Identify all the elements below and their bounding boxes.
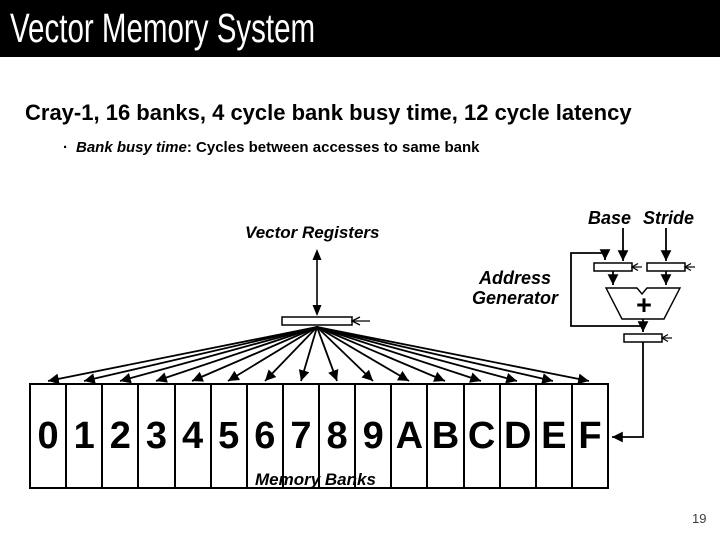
bank-label: 7	[290, 414, 312, 457]
bank-label: 5	[218, 414, 240, 457]
bank-label: A	[395, 414, 424, 457]
memory-bank-4: 4	[176, 385, 212, 487]
arrow-fanout-icon	[47, 326, 590, 385]
bank-label: 9	[362, 414, 384, 457]
latch-clock-notch-icon	[350, 316, 370, 326]
bullet-term: Bank busy time	[76, 139, 187, 156]
bank-label: 1	[73, 414, 95, 457]
memory-banks-label: Memory Banks	[255, 470, 376, 489]
base-stride-arrows	[617, 228, 672, 261]
register-to-adder-arrows	[607, 271, 672, 285]
memory-bank-f: F	[573, 385, 607, 487]
latch-clock-notch-icon	[683, 262, 695, 272]
base-register	[593, 262, 642, 272]
memory-bank-9: 9	[356, 385, 393, 487]
stride-register	[646, 262, 695, 272]
title-bar: Vector Memory System	[0, 0, 720, 57]
slide-title: Vector Memory System	[10, 5, 316, 51]
bank-label: 0	[37, 414, 59, 457]
address-output-register	[623, 333, 672, 343]
bank-label: E	[541, 414, 567, 457]
adder-trapezoid-icon: +	[604, 287, 682, 320]
memory-bank-7: 7	[284, 385, 320, 487]
page-number: 19	[692, 511, 707, 526]
slide-heading: Cray-1, 16 banks, 4 cycle bank busy time…	[25, 100, 632, 125]
bank-label: 8	[326, 414, 348, 457]
memory-bank-1: 1	[67, 385, 104, 487]
latch-clock-notch-icon	[660, 333, 672, 343]
bank-label: 4	[181, 414, 204, 457]
memory-bank-row: 0 1 2 3 4 5 6 7 8 9 A B C D E F	[29, 383, 609, 489]
address-generator-label: Address Generator	[471, 268, 559, 308]
bank-label: B	[431, 414, 460, 457]
address-to-banks-arrow	[612, 342, 644, 443]
bullet-marker-icon: ·	[63, 139, 68, 156]
memory-bank-c: C	[465, 385, 501, 487]
stride-label: Stride	[643, 208, 695, 228]
base-label: Base	[588, 208, 632, 228]
bank-label: D	[503, 414, 532, 457]
bank-label: 2	[109, 414, 131, 457]
memory-bank-8: 8	[320, 385, 357, 487]
adder-plus-symbol: +	[636, 290, 652, 320]
bank-label: 6	[254, 414, 276, 457]
feedback-loop	[570, 249, 643, 327]
bank-label: F	[578, 414, 602, 457]
bullet-line: · Bank busy time: Cycles between accesses…	[63, 139, 480, 156]
bank-label: 3	[145, 414, 167, 457]
vector-registers-label: Vector Registers	[245, 223, 380, 242]
memory-bank-6: 6	[248, 385, 284, 487]
vector-register-buffer	[281, 316, 370, 326]
double-headed-arrow-icon	[312, 249, 322, 316]
memory-bank-5: 5	[212, 385, 248, 487]
memory-bank-b: B	[428, 385, 465, 487]
memory-bank-2: 2	[103, 385, 140, 487]
bank-label: C	[467, 414, 496, 457]
memory-bank-0: 0	[31, 385, 68, 487]
memory-bank-3: 3	[139, 385, 176, 487]
latch-clock-notch-icon	[630, 262, 642, 272]
memory-bank-e: E	[537, 385, 573, 487]
memory-bank-a: A	[392, 385, 429, 487]
memory-bank-d: D	[501, 385, 537, 487]
bullet-rest: : Cycles between accesses to same bank	[186, 139, 480, 156]
